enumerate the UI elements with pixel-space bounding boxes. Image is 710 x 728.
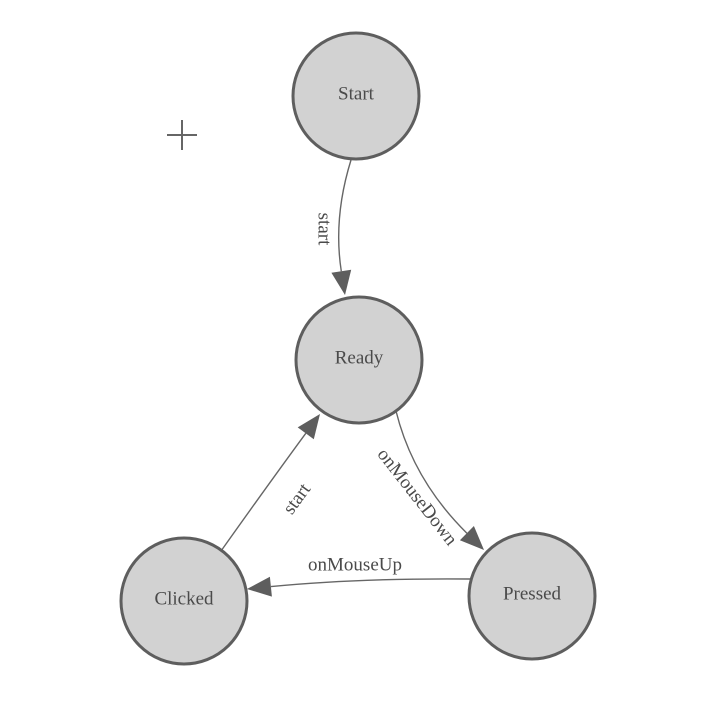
state-node-label-ready: Ready — [335, 348, 384, 369]
arrowhead-icon-pressed-to-clicked — [247, 576, 272, 597]
edge-clicked-to-ready[interactable] — [220, 432, 307, 552]
edge-pressed-to-clicked[interactable] — [270, 578, 471, 588]
arrowhead-icon-ready-to-pressed — [459, 526, 484, 550]
edge-label-start-to-ready[interactable]: start — [314, 213, 335, 246]
edge-ready-to-pressed[interactable] — [395, 410, 468, 534]
state-node-label-start: Start — [338, 84, 375, 105]
state-node-pressed[interactable] — [467, 531, 597, 661]
state-node-ready[interactable] — [294, 295, 424, 425]
edge-label-ready-to-pressed[interactable]: onMouseDown — [373, 444, 462, 550]
crosshair-plus-icon — [167, 120, 197, 150]
state-node-label-clicked: Clicked — [154, 589, 214, 610]
arrowhead-icon-clicked-to-ready — [297, 414, 320, 440]
state-node-label-pressed: Pressed — [503, 584, 562, 605]
arrowhead-icon-start-to-ready — [331, 269, 352, 295]
edge-label-pressed-to-clicked[interactable]: onMouseUp — [308, 555, 402, 576]
state-node-clicked[interactable] — [119, 536, 249, 666]
edge-start-to-ready[interactable] — [338, 159, 352, 272]
edge-label-clicked-to-ready[interactable]: start — [279, 479, 316, 518]
state-node-start[interactable] — [291, 31, 421, 161]
